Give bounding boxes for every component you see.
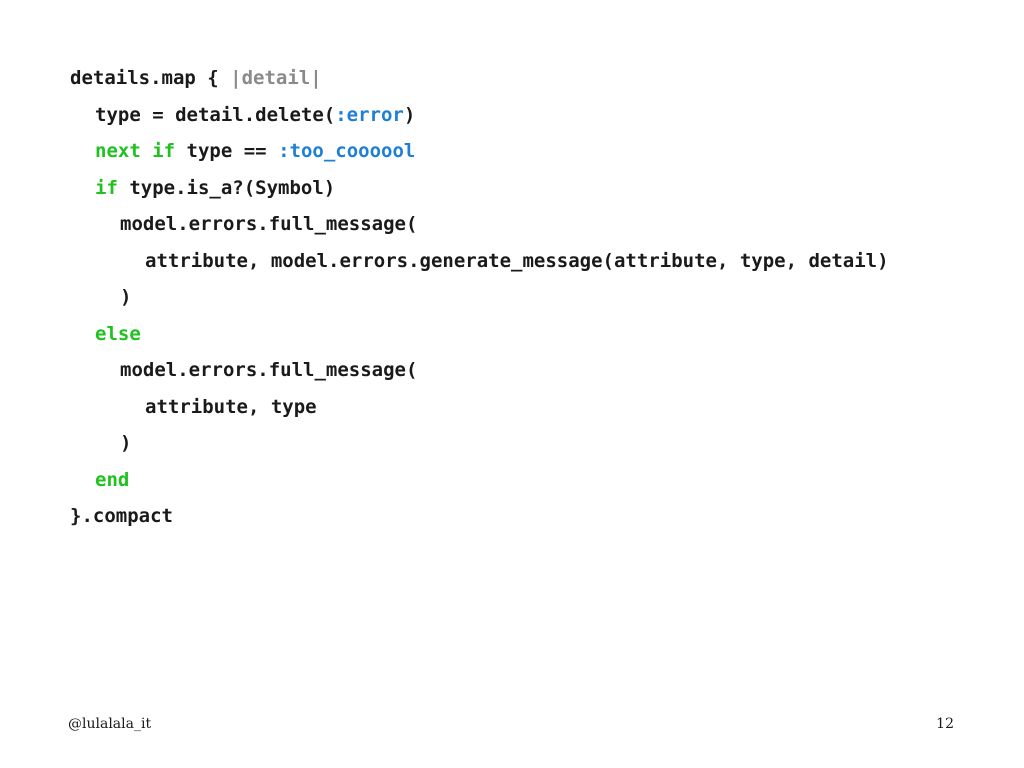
block-parameter: |detail| xyxy=(230,67,322,89)
code-text: details.map { xyxy=(70,67,231,89)
keyword-if: if xyxy=(152,140,176,162)
code-text: ) xyxy=(120,286,132,308)
code-line-3: next if type == :too_coooool xyxy=(70,133,970,170)
code-line-6: attribute, model.errors.generate_message… xyxy=(70,243,970,280)
code-text: attribute, type xyxy=(145,395,317,418)
code-text: ) xyxy=(403,103,416,126)
code-text: }.compact xyxy=(70,505,173,527)
code-text: type == xyxy=(175,140,279,162)
code-text: ) xyxy=(120,432,132,454)
page-number: 12 xyxy=(936,716,954,732)
code-line-8: else xyxy=(70,316,970,353)
keyword-next: next xyxy=(95,140,141,162)
code-line-10: attribute, type xyxy=(70,389,970,426)
code-line-12: end xyxy=(70,462,970,499)
code-line-4: if type.is_a?(Symbol) xyxy=(70,170,970,207)
code-line-5: model.errors.full_message( xyxy=(70,206,970,243)
keyword-if: if xyxy=(95,176,118,199)
code-line-7: ) xyxy=(70,279,970,316)
code-line-13: }.compact xyxy=(70,498,970,535)
symbol-literal: :error xyxy=(335,103,404,126)
footer-handle: @lulalala_it xyxy=(68,716,152,732)
code-space xyxy=(141,140,152,162)
keyword-end: end xyxy=(95,468,130,491)
code-block: details.map { |detail| type = detail.del… xyxy=(70,60,970,535)
code-text: attribute, model.errors.generate_message… xyxy=(145,249,889,272)
code-text: model.errors.full_message( xyxy=(120,359,418,381)
code-text: type.is_a?(Symbol) xyxy=(117,176,336,199)
code-text: type = detail.delete( xyxy=(95,103,336,126)
code-line-11: ) xyxy=(70,425,970,462)
keyword-else: else xyxy=(95,322,141,345)
code-line-1: details.map { |detail| xyxy=(70,60,970,97)
code-text: model.errors.full_message( xyxy=(120,213,418,235)
code-line-9: model.errors.full_message( xyxy=(70,352,970,389)
code-line-2: type = detail.delete(:error) xyxy=(70,97,970,134)
symbol-literal: :too_coooool xyxy=(278,140,416,162)
